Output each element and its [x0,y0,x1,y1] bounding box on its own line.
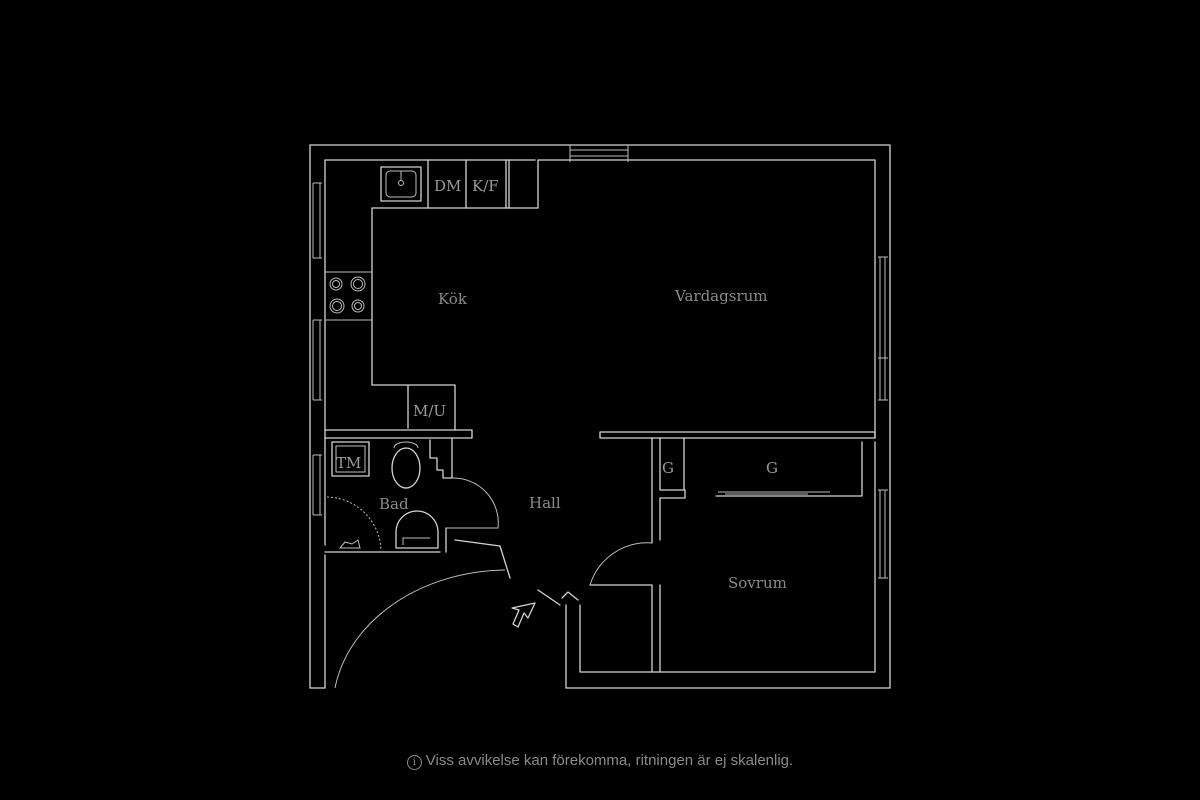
room-label-bedroom: Sovrum [728,574,787,592]
room-label-bathroom: Bad [379,495,409,513]
fixture-labels: DM K/F M/U TM G G [336,177,778,477]
outer-walls [309,144,891,689]
fixture-label-wardrobe-large: G [766,459,778,477]
entrance-arrow-icon [511,602,536,628]
fixture-label-wardrobe-small: G [662,459,674,477]
interior-walls [324,429,876,673]
fixture-label-fridge-freezer: K/F [472,177,499,195]
info-icon: i [406,755,422,770]
disclaimer-text: Viss avvikelse kan förekomma, ritningen … [425,752,794,769]
fixture-label-microwave-oven: M/U [413,402,446,420]
room-label-living-room: Vardagsrum [674,287,767,305]
room-label-hall: Hall [529,494,561,512]
fixture-label-dishwasher: DM [434,177,461,195]
room-label-kitchen: Kök [438,290,468,308]
door-swings [334,477,653,689]
bathroom-fixtures [326,441,439,551]
room-labels: Kök Vardagsrum Bad Hall Sovrum [379,287,787,592]
fixture-label-washing-machine: TM [336,454,361,472]
kitchen-counter [325,159,510,431]
